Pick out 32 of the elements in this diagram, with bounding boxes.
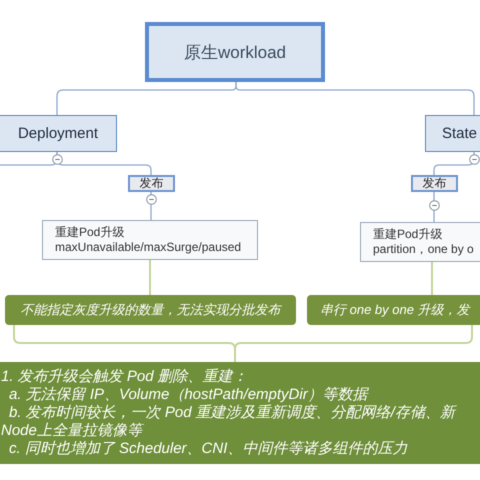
topic-box bbox=[425, 115, 480, 152]
connector bbox=[431, 262, 433, 295]
topic-box bbox=[360, 222, 480, 262]
topic-box bbox=[5, 295, 296, 325]
note-text: c. 同时也增加了 Scheduler、CNI、中间件等诸多组件的压力 bbox=[8, 440, 408, 458]
topic-box bbox=[128, 175, 175, 192]
connector bbox=[234, 325, 473, 362]
topic-label: maxUnavailable/maxSurge/paused bbox=[55, 240, 242, 255]
topic-label: 发布 bbox=[422, 175, 446, 192]
connector bbox=[150, 192, 152, 220]
topic-box bbox=[307, 295, 480, 325]
topic-label: 重建Pod升级 bbox=[55, 225, 124, 240]
topic-box bbox=[145, 22, 325, 82]
connector bbox=[0, 152, 58, 166]
topic-label: 发布 bbox=[140, 175, 164, 192]
note-text: 1. 发布升级会触发 Pod 删除、重建： bbox=[1, 368, 249, 386]
topic-box bbox=[411, 175, 458, 192]
topic-label: 不能指定灰度升级的数量，无法实现分批发布 bbox=[20, 301, 280, 319]
connector bbox=[235, 82, 475, 115]
topic-label: Deployment bbox=[18, 125, 98, 142]
note-box bbox=[0, 362, 480, 464]
note-text: a. 无法保留 IP、Volume（hostPath/emptyDir）等数据 bbox=[8, 386, 370, 404]
connector bbox=[433, 152, 475, 175]
topic-label: 串行 one by one 升级，发 bbox=[320, 301, 470, 319]
topic-box bbox=[0, 115, 117, 152]
connector bbox=[433, 192, 435, 222]
connector bbox=[149, 260, 151, 295]
topic-label: 重建Pod升级 bbox=[373, 227, 442, 242]
topic-box bbox=[42, 220, 258, 260]
topic-label: partition，one by o bbox=[373, 242, 474, 257]
topic-label: State bbox=[442, 125, 478, 142]
topic-label: 原生workload bbox=[184, 42, 286, 64]
